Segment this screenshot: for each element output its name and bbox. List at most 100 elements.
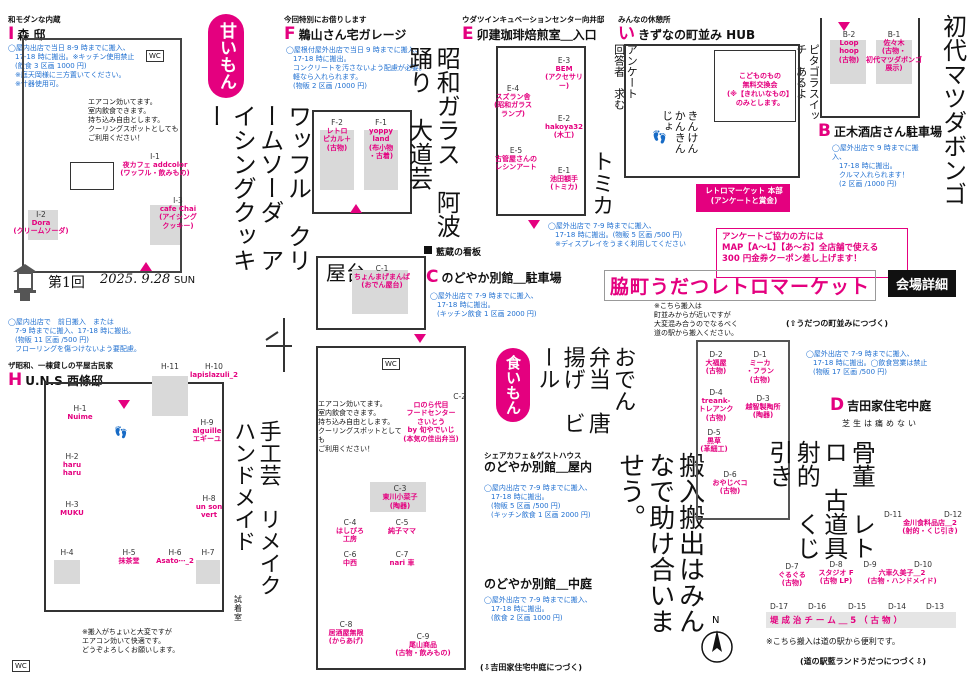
section-i-note: エアコン効いてます。 室内飲食できます。 持ち込み自由とします。 クーリングスポ…: [88, 98, 179, 143]
theme-oden: おでん 弁当 唐揚げ ビール: [534, 346, 636, 434]
section-i-letter: I: [8, 23, 15, 44]
shibafu-note: 芝生は痛めない: [842, 419, 919, 428]
text-kinken: きんけん かんきん じょ: [660, 110, 699, 165]
h-footprints-icon: 👣: [114, 426, 128, 439]
michinoeki-note: ※こちら搬入は道の駅から便利です。: [766, 637, 900, 646]
page-title-detail: 会場詳細: [888, 270, 957, 297]
section-h-note: ※搬入がちょいと大変ですが エアコン効いて快適です。 どうぞよろしくお願いします…: [82, 628, 180, 655]
section-b-room: [820, 18, 920, 118]
section-e-room: [496, 46, 586, 216]
section-c-building: [316, 346, 466, 670]
h-wc: WC: [12, 660, 30, 672]
stall-h7-box: [196, 560, 220, 584]
stall-f1-box: [364, 130, 398, 190]
anketo-promo-box: [716, 228, 908, 278]
stall-i3-box: [150, 205, 180, 245]
stall-h7: H-7: [201, 548, 215, 557]
d-row-box: [766, 612, 956, 628]
kodomo-note: こどものもの 無料交換会 (※【きれいなもの】 のみとします。: [726, 72, 793, 108]
text-anketo: アンケート 回答者 求む: [612, 44, 639, 110]
section-hub-room: [624, 44, 800, 178]
theme-hatsudai: 初代マツダボンゴ: [938, 14, 967, 206]
stall-d11: D-11: [883, 510, 903, 519]
compass-icon: [264, 316, 294, 376]
stall-d17: D-17: [769, 602, 789, 611]
tag-kuimon: 食いもん: [496, 348, 530, 422]
to-yoshida: (⇩吉田家住宅中庭につづく): [480, 663, 583, 672]
stall-h4-box: [54, 560, 80, 584]
event-date: 2025. 9.28: [100, 272, 171, 287]
event-edition: 第1回: [48, 275, 85, 291]
to-udatsu: (⇧うだつの町並みにつづく): [786, 319, 889, 328]
stall-h11-box: [152, 376, 188, 416]
tag-amai: 甘いもん: [208, 14, 244, 98]
section-b-info: ◯屋外出店で 9 時までに搬入、 17-18 時に搬出。 クルマ入れられます！ …: [832, 144, 919, 189]
aigura-sign: 藍蔵の看板: [436, 248, 482, 258]
aigura-sign-marker: [424, 246, 432, 254]
e-entrance-arrow: [528, 220, 540, 229]
section-e-info: ◯屋外出店で 7-9 時までに搬入、 17-18 時に搬出。(物販 5 区画 /…: [548, 222, 686, 249]
nodoyaka-nakaniwa-info: ◯屋外出店で 7-9 時までに搬入、 17-18 時に搬出。 (飲食 2 区画 …: [484, 596, 592, 623]
stall-d13: D-13: [925, 602, 945, 611]
theme-tomika: トミカ: [588, 150, 614, 216]
section-c-info: ◯屋外出店で 7-9 時までに搬入、 17-18 時に搬出。 (キッチン飲食 1…: [430, 292, 538, 319]
stall-i2-box: [28, 210, 58, 240]
stall-f2-box: [320, 130, 354, 190]
d-row-label: 堤 成 治 チ ー ム ＿ 5 （ 古 物 ）: [770, 616, 902, 626]
theme-hanyu: 搬入搬出はみんなで助け合いませう。: [614, 452, 705, 634]
section-d-info: ◯屋外出店で 7-9 時までに搬入、 17-18 時に搬出。◯飲食営業は禁止 (…: [806, 350, 928, 377]
theme-shukogei: 手工芸 リメイク ハンドメイド: [230, 420, 281, 618]
text-pitagora: ピタゴラスイッチ あるよ: [794, 44, 821, 121]
section-h-info: ◯屋内出店で 前日搬入 または 7-9 時までに搬入、17-18 時に搬出。 (…: [8, 318, 141, 354]
footprints-icon: 👣: [652, 130, 667, 144]
section-c-note: エアコン効いてます。 室内飲食できます。 持ち込み自由とします。 クーリングスポ…: [318, 400, 402, 454]
section-d-area: [696, 340, 790, 520]
stall-i1-box: [70, 162, 114, 190]
c-arrow-top: [414, 334, 426, 343]
page-title: 脇町うだつレトロマーケット: [604, 270, 877, 301]
i-wc: WC: [146, 50, 164, 62]
stall-d9: D-9: [863, 560, 877, 569]
stall-c1-box: [352, 270, 408, 314]
stall-c3: C-3 東川小菜子 (陶器): [382, 484, 418, 510]
stall-h4: H-4: [60, 548, 74, 557]
stall-c3-box: [370, 482, 426, 512]
f-entrance-arrow: [350, 204, 362, 213]
udatsu-note: ※こちら搬入は 町並みからが近いですが 大変混み合うのでなるべく 道の駅から搬入…: [654, 302, 738, 338]
anketo-promo: アンケートご協力の方には MAP【A〜L】【あ〜お】全店舗で使える 300 円金…: [722, 232, 879, 265]
stall-d14: D-14: [887, 602, 907, 611]
theme-showa: 昭和ガラス 阿波踊り 大道芸: [404, 46, 461, 238]
north-compass-icon: N: [700, 612, 734, 672]
section-f-info: ◯屋根付屋外出店で当日 9 時までに搬入、 17-18 時に搬出。 コンクリート…: [286, 46, 426, 91]
